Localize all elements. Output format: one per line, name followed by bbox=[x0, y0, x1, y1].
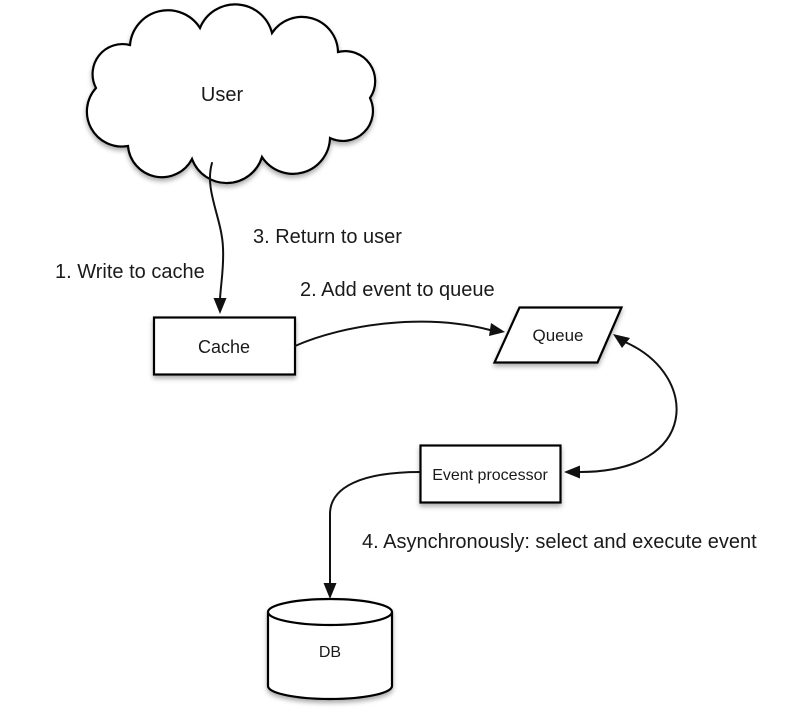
edge-label-async-execute: 4. Asynchronously: select and execute ev… bbox=[362, 531, 757, 553]
edge-event-processor-to-db bbox=[323, 471, 421, 599]
arrowhead-into-event-processor bbox=[564, 465, 580, 479]
edge-label-add-event-to-queue: 2. Add event to queue bbox=[300, 279, 495, 301]
queue-label: Queue bbox=[532, 326, 583, 345]
edge-queue-event-processor-line bbox=[579, 341, 678, 473]
cache-label: Cache bbox=[198, 337, 250, 357]
edge-queue-event-processor bbox=[564, 334, 678, 479]
edge-cache-to-queue bbox=[294, 320, 505, 347]
arrowhead-into-queue bbox=[489, 323, 505, 336]
edge-label-write-to-cache: 1. Write to cache bbox=[55, 261, 205, 283]
event-processor-label: Event processor bbox=[432, 467, 548, 484]
event-processor-node bbox=[419, 444, 562, 504]
edge-event-processor-to-db-line bbox=[329, 471, 421, 585]
cache-node bbox=[152, 316, 297, 376]
edge-label-return-to-user: 3. Return to user bbox=[253, 226, 402, 248]
arrowhead-into-queue-right bbox=[613, 334, 630, 348]
edge-cache-to-queue-line bbox=[294, 320, 491, 347]
db-cylinder: DB bbox=[266, 597, 394, 701]
db-cylinder-body bbox=[266, 612, 394, 701]
arrowhead-into-db bbox=[323, 583, 337, 599]
queue-node bbox=[492, 306, 624, 364]
arrowhead-into-cache bbox=[213, 298, 227, 314]
edge-user-to-cache bbox=[208, 162, 227, 314]
db-label: DB bbox=[319, 644, 341, 661]
user-label: User bbox=[201, 84, 244, 106]
db-cylinder-top bbox=[266, 597, 394, 627]
user-cloud-shape bbox=[85, 3, 377, 185]
edge-user-to-cache-line bbox=[208, 162, 225, 300]
